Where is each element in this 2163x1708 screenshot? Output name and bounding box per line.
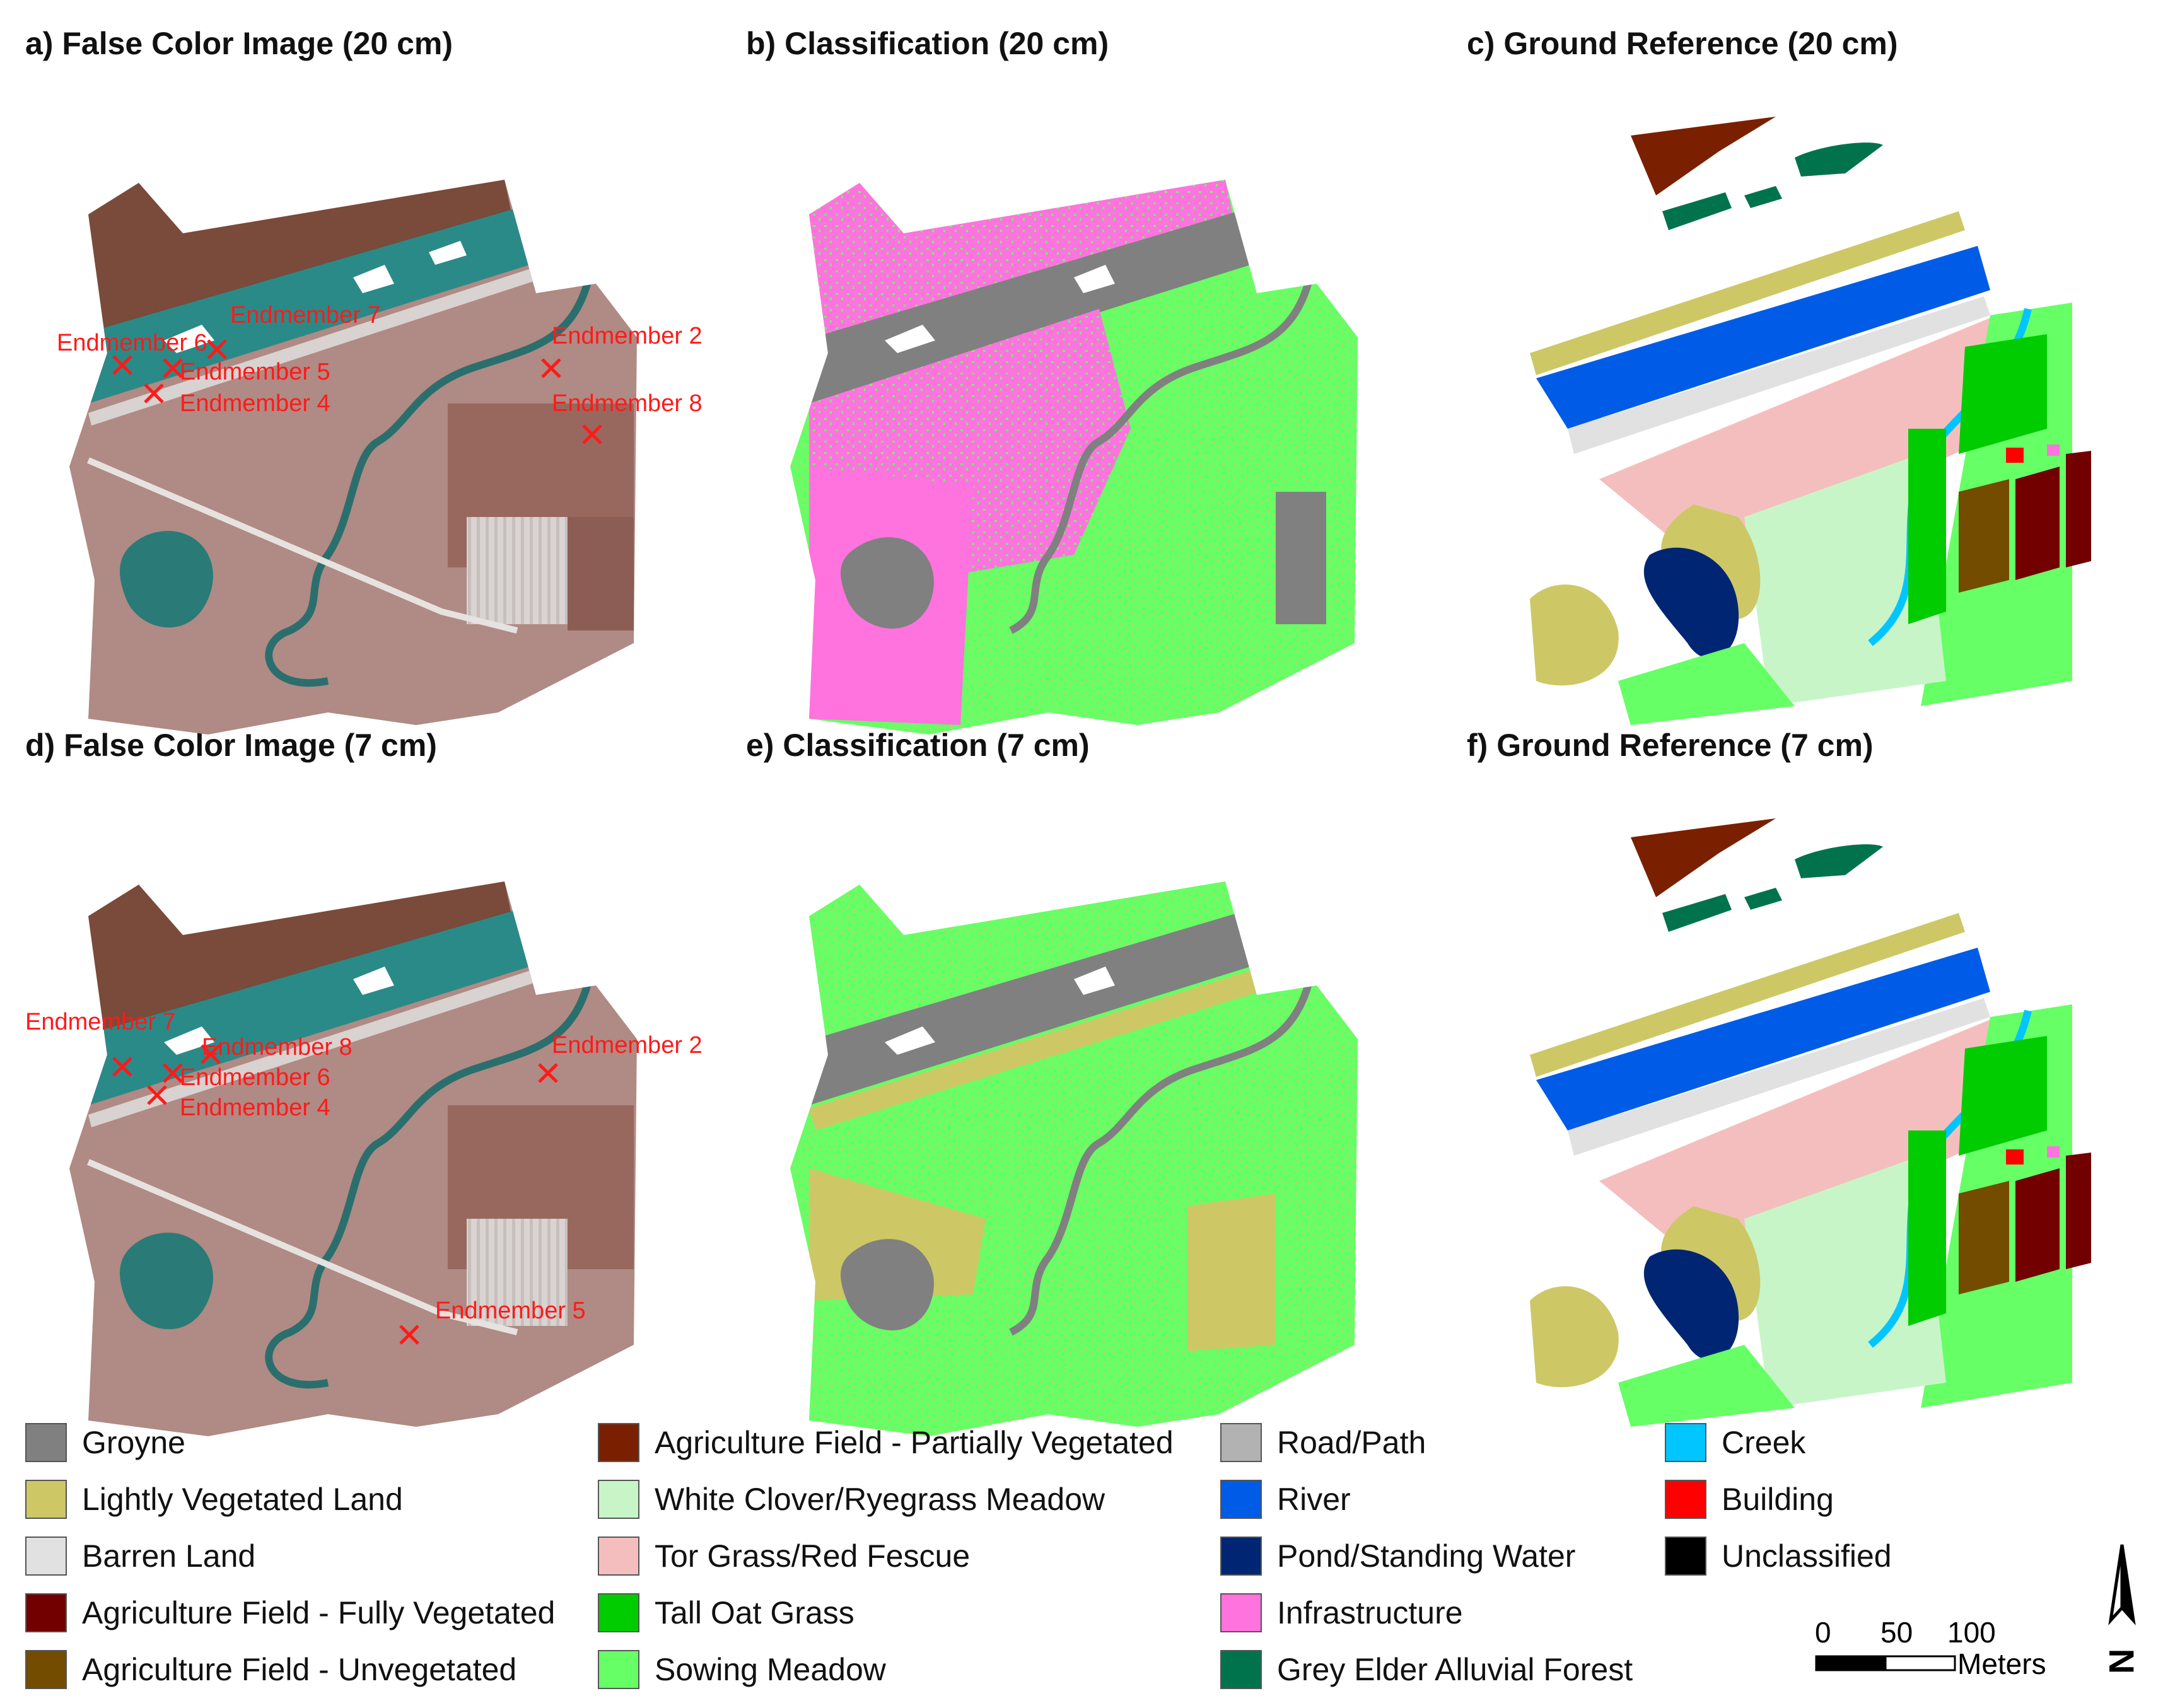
legend-label: Building: [1722, 1482, 1834, 1517]
endmember-label: Endmember 5: [180, 359, 330, 385]
legend-label: Barren Land: [82, 1538, 256, 1574]
legend-label: White Clover/Ryegrass Meadow: [655, 1482, 1105, 1517]
legend-label: Tor Grass/Red Fescue: [655, 1538, 971, 1574]
legend-item: Building: [1665, 1479, 1834, 1520]
endmember-label: Endmember 6: [57, 330, 207, 356]
legend-swatch: [598, 1423, 639, 1462]
legend-label: Groyne: [82, 1425, 185, 1460]
legend-label: Lightly Vegetated Land: [82, 1482, 403, 1517]
legend-label: Agriculture Field - Partially Vegetated: [655, 1425, 1174, 1460]
legend-label: Unclassified: [1722, 1538, 1892, 1574]
legend-swatch: [25, 1593, 67, 1632]
legend-label: Grey Elder Alluvial Forest: [1277, 1652, 1633, 1687]
panel-title-b: b) Classification (20 cm): [746, 26, 1109, 61]
legend-swatch: [598, 1537, 639, 1576]
legend-item: Tall Oat Grass: [598, 1592, 854, 1634]
legend-swatch: [1220, 1650, 1262, 1689]
panel-title-e: e) Classification (7 cm): [746, 728, 1090, 763]
legend-label: Agriculture Field - Unvegetated: [82, 1652, 517, 1687]
panel-title-c: c) Ground Reference (20 cm): [1467, 26, 1898, 61]
legend-label: Creek: [1722, 1425, 1806, 1460]
legend-item: Grey Elder Alluvial Forest: [1220, 1649, 1633, 1690]
legend-item: Road/Path: [1220, 1422, 1426, 1463]
legend-label: Infrastructure: [1277, 1595, 1463, 1630]
classification-map-20cm: [790, 180, 1358, 735]
endmember-label: Endmember 8: [552, 390, 703, 417]
endmember-label: Endmember 7: [230, 302, 381, 328]
scale-tick: 100: [1947, 1617, 1996, 1649]
endmember-markers-7cm: [112, 1044, 558, 1345]
north-label: N: [2102, 1649, 2142, 1674]
legend-swatch: [25, 1480, 67, 1519]
endmember-label: Endmember 2: [552, 323, 703, 349]
legend-item: Unclassified: [1665, 1535, 1892, 1577]
legend-item: Sowing Meadow: [598, 1649, 886, 1690]
legend-label: Agriculture Field - Fully Vegetated: [82, 1595, 556, 1630]
legend-swatch: [1220, 1593, 1262, 1632]
legend-swatch: [1220, 1423, 1262, 1462]
legend-label: River: [1277, 1482, 1351, 1517]
legend-swatch: [1220, 1480, 1262, 1519]
legend-label: Road/Path: [1277, 1425, 1426, 1460]
panel-title-a: a) False Color Image (20 cm): [25, 26, 453, 61]
false-color-map-20cm: Endmember 7 Endmember 6 Endmember 5 Endm…: [57, 180, 703, 735]
north-arrow-icon: N: [2102, 1544, 2142, 1674]
endmember-label: Endmember 2: [552, 1032, 703, 1059]
endmember-label: Endmember 5: [435, 1298, 586, 1324]
legend-item: White Clover/Ryegrass Meadow: [598, 1479, 1105, 1520]
legend-swatch: [598, 1650, 639, 1689]
legend-swatch: [25, 1650, 67, 1689]
legend-item: Agriculture Field - Partially Vegetated: [598, 1422, 1174, 1463]
legend-swatch: [25, 1423, 67, 1462]
legend-item: Agriculture Field - Unvegetated: [25, 1649, 516, 1690]
legend-item: Creek: [1665, 1422, 1805, 1463]
endmember-label: Endmember 4: [180, 390, 330, 417]
ground-reference-map-20cm: [1530, 117, 2091, 725]
panel-title-d: d) False Color Image (7 cm): [25, 728, 437, 763]
panel-title-f: f) Ground Reference (7 cm): [1467, 728, 1874, 763]
endmember-label: Endmember 4: [180, 1095, 330, 1121]
legend-swatch: [598, 1480, 639, 1519]
legend-label: Pond/Standing Water: [1277, 1538, 1576, 1574]
legend-swatch: [1665, 1537, 1706, 1576]
classification-map-7cm: [790, 881, 1358, 1436]
legend-item: Lightly Vegetated Land: [25, 1479, 403, 1520]
legend-item: Tor Grass/Red Fescue: [598, 1535, 970, 1577]
legend-swatch: [25, 1537, 67, 1576]
legend-item: Infrastructure: [1220, 1592, 1463, 1634]
legend-swatch: [1665, 1423, 1706, 1462]
scale-unit: Meters: [1957, 1647, 2046, 1680]
endmember-label: Endmember 8: [202, 1034, 353, 1060]
ground-reference-map-7cm: [1530, 818, 2091, 1427]
scale-tick: 50: [1880, 1617, 1913, 1649]
endmember-label: Endmember 7: [25, 1009, 176, 1035]
legend-item: Agriculture Field - Fully Vegetated: [25, 1592, 555, 1634]
scale-bar: 0 50 100 Meters: [1815, 1617, 2046, 1680]
legend-swatch: [598, 1593, 639, 1632]
legend-swatch: [1220, 1537, 1262, 1576]
legend-item: Groyne: [25, 1422, 185, 1463]
endmember-markers-20cm: [112, 339, 602, 444]
legend-item: Pond/Standing Water: [1220, 1535, 1575, 1577]
legend-swatch: [1665, 1480, 1706, 1519]
legend-item: River: [1220, 1479, 1351, 1520]
false-color-map-7cm: Endmember 7 Endmember 8 Endmember 6 Endm…: [25, 881, 703, 1436]
scale-tick: 0: [1815, 1617, 1831, 1649]
endmember-label: Endmember 6: [180, 1064, 330, 1091]
legend-item: Barren Land: [25, 1535, 255, 1577]
legend-label: Tall Oat Grass: [655, 1595, 854, 1630]
legend-label: Sowing Meadow: [655, 1652, 886, 1687]
